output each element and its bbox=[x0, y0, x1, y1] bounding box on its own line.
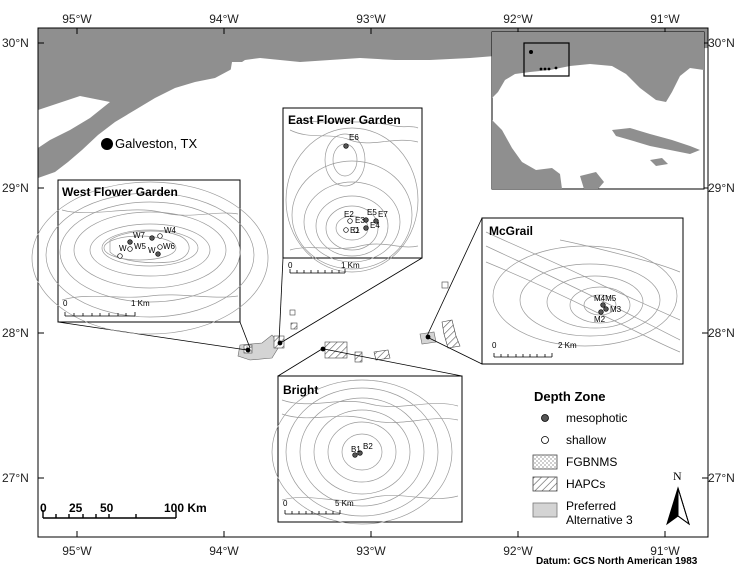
scale-mcgrail-km: 2 Km bbox=[558, 341, 577, 350]
site-label-e4: E4 bbox=[370, 221, 380, 230]
inset-east-flower-garden bbox=[282, 107, 423, 274]
longitude-ticks bbox=[76, 28, 666, 537]
lon-label-top-91: 91°W bbox=[650, 12, 680, 26]
scalebar-label-50: 50 bbox=[100, 501, 114, 515]
lon-label-top-94: 94°W bbox=[209, 12, 239, 26]
lon-label-bottom-94: 94°W bbox=[209, 544, 239, 558]
legend-item-fgbnms: FGBNMS bbox=[566, 455, 618, 469]
galveston-bay bbox=[38, 96, 110, 148]
scalebar-label-25: 25 bbox=[69, 501, 83, 515]
lat-label-right-27: 27°N bbox=[708, 471, 735, 485]
lat-label-left-28: 28°N bbox=[2, 326, 29, 340]
legend-item-mesophotic: mesophotic bbox=[566, 411, 628, 425]
legend-item-preferred: Preferred bbox=[566, 499, 617, 513]
lat-label-right-30: 30°N bbox=[708, 36, 735, 50]
scale-west-zero: 0 bbox=[63, 299, 68, 308]
north-arrow bbox=[666, 486, 690, 526]
lon-label-top-92: 92°W bbox=[503, 12, 533, 26]
legend-title: Depth Zone bbox=[534, 389, 606, 404]
site-label-e6: E6 bbox=[349, 133, 359, 142]
inset-title-west: West Flower Garden bbox=[62, 185, 178, 199]
scale-east-km: 1 Km bbox=[341, 261, 360, 270]
overview-inset bbox=[491, 31, 705, 190]
legend-item-hapcs: HAPCs bbox=[566, 477, 606, 491]
bank-markers bbox=[245, 334, 431, 353]
lon-label-top-95: 95°W bbox=[62, 12, 92, 26]
datum-label: Datum: GCS North American 1983 bbox=[536, 556, 698, 567]
site-label-w4: W4 bbox=[164, 226, 176, 235]
scalebar-label-0: 0 bbox=[40, 501, 47, 515]
lon-label-top-93: 93°W bbox=[356, 12, 386, 26]
site-label-b2: B2 bbox=[363, 442, 373, 451]
site-label-e5: E5 bbox=[367, 208, 377, 217]
site-label-w6: W6 bbox=[163, 242, 175, 251]
legend-item-alternative3: Alternative 3 bbox=[566, 513, 633, 527]
site-label-m2: M2 bbox=[594, 315, 606, 324]
scale-bright-zero: 0 bbox=[283, 499, 288, 508]
lon-label-bottom-95: 95°W bbox=[62, 544, 92, 558]
lon-label-bottom-91: 91°W bbox=[650, 544, 680, 558]
lon-label-bottom-92: 92°W bbox=[503, 544, 533, 558]
site-label-e1: E1 bbox=[350, 226, 360, 235]
inset-mcgrail bbox=[481, 217, 684, 365]
site-label-e3: E3 bbox=[355, 216, 365, 225]
lat-label-left-29: 29°N bbox=[2, 181, 29, 195]
legend-item-shallow: shallow bbox=[566, 433, 607, 447]
site-label-w7: W7 bbox=[133, 231, 145, 240]
site-label-e7: E7 bbox=[378, 210, 388, 219]
galveston-label: Galveston, TX bbox=[115, 136, 198, 151]
north-label: N bbox=[673, 469, 682, 483]
lon-label-bottom-93: 93°W bbox=[356, 544, 386, 558]
lat-label-left-30: 30°N bbox=[2, 36, 29, 50]
site-label-w5: W5 bbox=[134, 242, 146, 251]
inset-bright bbox=[271, 375, 463, 525]
inset-title-east: East Flower Garden bbox=[288, 113, 401, 127]
site-label-w-a: W bbox=[119, 244, 127, 253]
texas-coast-land bbox=[38, 28, 708, 178]
site-label-e2: E2 bbox=[344, 210, 354, 219]
galveston-marker bbox=[101, 138, 113, 150]
inset-west-flower-garden bbox=[31, 179, 269, 335]
scale-mcgrail-zero: 0 bbox=[492, 341, 497, 350]
scale-bright-km: 5 Km bbox=[335, 499, 354, 508]
main-scale-bar bbox=[42, 510, 177, 519]
inset-title-bright: Bright bbox=[283, 383, 319, 397]
scale-east-zero: 0 bbox=[288, 261, 293, 270]
latitude-ticks bbox=[38, 42, 708, 479]
scale-west-km: 1 Km bbox=[131, 299, 150, 308]
site-label-m4m5: M4M5 bbox=[594, 294, 617, 303]
lat-label-right-29: 29°N bbox=[708, 181, 735, 195]
site-label-m3: M3 bbox=[610, 305, 622, 314]
inset-title-mcgrail: McGrail bbox=[489, 224, 534, 238]
leader-lines bbox=[57, 217, 483, 377]
lat-label-left-27: 27°N bbox=[2, 471, 29, 485]
site-label-b1: B1 bbox=[351, 445, 361, 454]
site-label-w-b: W bbox=[148, 246, 156, 255]
lake-sabine bbox=[230, 62, 252, 80]
lat-label-right-28: 28°N bbox=[708, 326, 735, 340]
legend-symbols bbox=[532, 414, 558, 518]
scalebar-label-100km: 100 Km bbox=[164, 501, 207, 515]
